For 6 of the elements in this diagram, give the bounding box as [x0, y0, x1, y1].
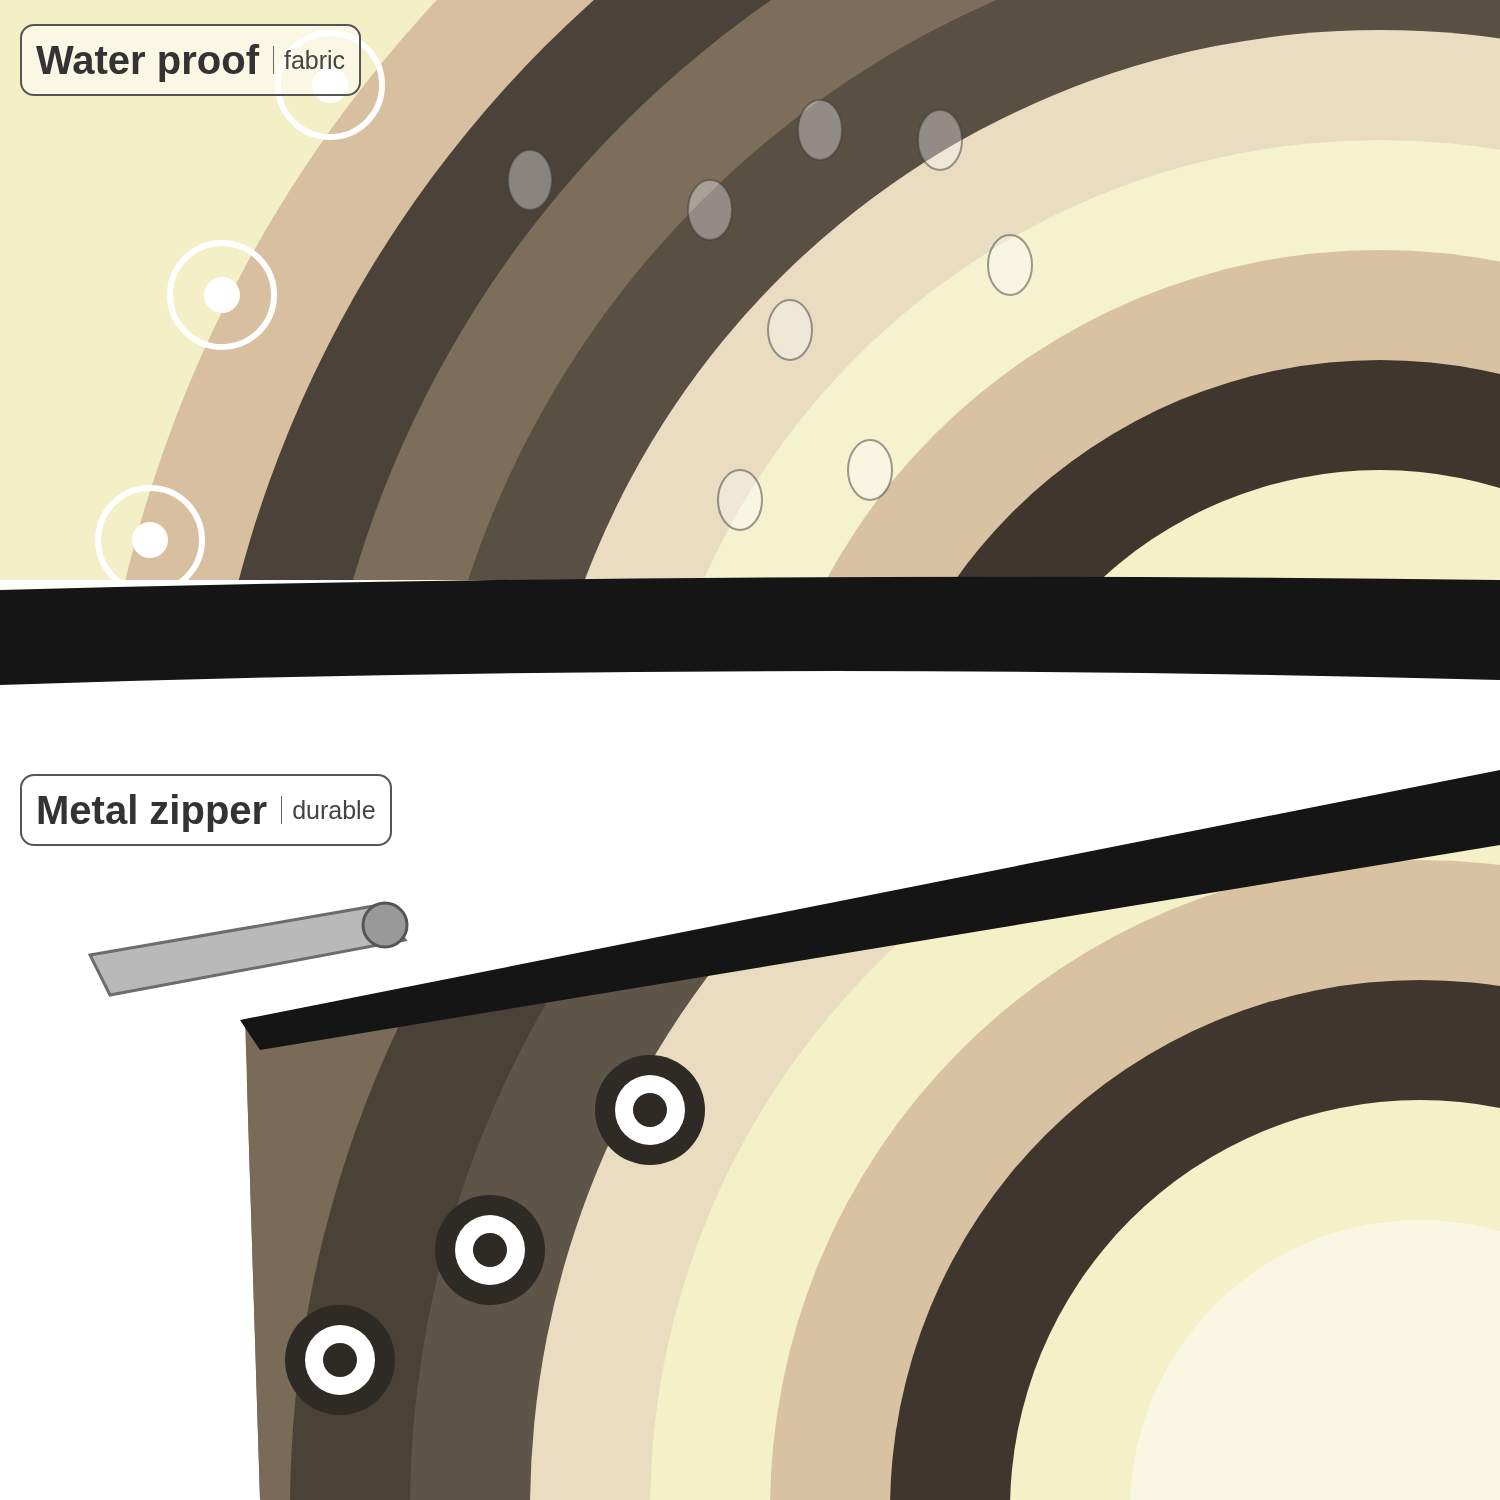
- feature-note: fabric: [283, 45, 346, 75]
- feature-tag: [20, 24, 362, 96]
- feature-tag: [20, 774, 392, 846]
- feature-note: durable: [292, 795, 376, 825]
- feature-title: Water proof: [36, 37, 259, 83]
- feature-title: Metal zipper: [36, 787, 268, 833]
